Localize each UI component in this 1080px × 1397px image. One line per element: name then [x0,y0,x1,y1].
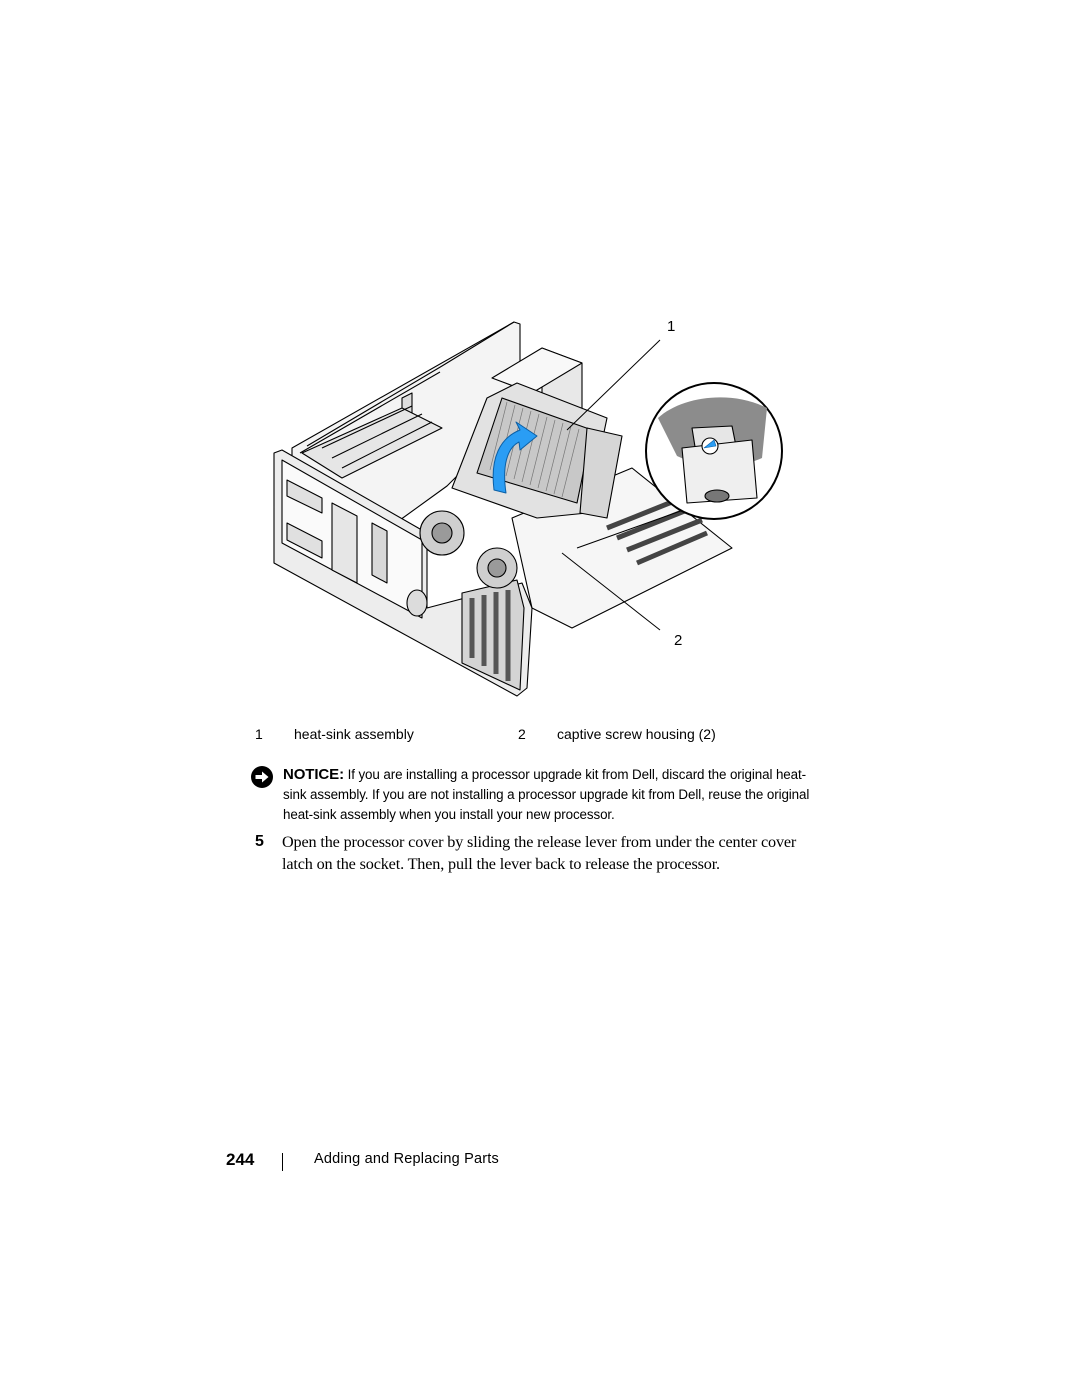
legend-label-2: captive screw housing (2) [557,726,716,742]
section-title: Adding and Replacing Parts [314,1151,499,1167]
page-number: 244 [226,1150,255,1169]
heat-sink-removal-illustration: 1 2 [262,318,802,708]
computer-chassis-drawing [273,321,783,697]
notice-body: If you are installing a processor upgrad… [283,767,810,822]
figure-legend: 1 heat-sink assembly 2 captive screw hou… [255,726,775,746]
callout-number-1: 1 [667,318,676,335]
callout-number-2: 2 [674,632,683,649]
legend-label-1: heat-sink assembly [294,726,414,742]
notice-icon [251,766,273,788]
legend-number-1: 1 [255,726,263,742]
legend-number-2: 2 [518,726,526,742]
step-text: Open the processor cover by sliding the … [282,833,797,873]
step-number: 5 [255,833,264,850]
page-footer: 244 Adding and Replacing Parts [226,1150,626,1172]
footer-divider [282,1153,283,1171]
notice-text: NOTICE: If you are installing a processo… [283,765,828,825]
notice-label: NOTICE: [283,766,344,783]
